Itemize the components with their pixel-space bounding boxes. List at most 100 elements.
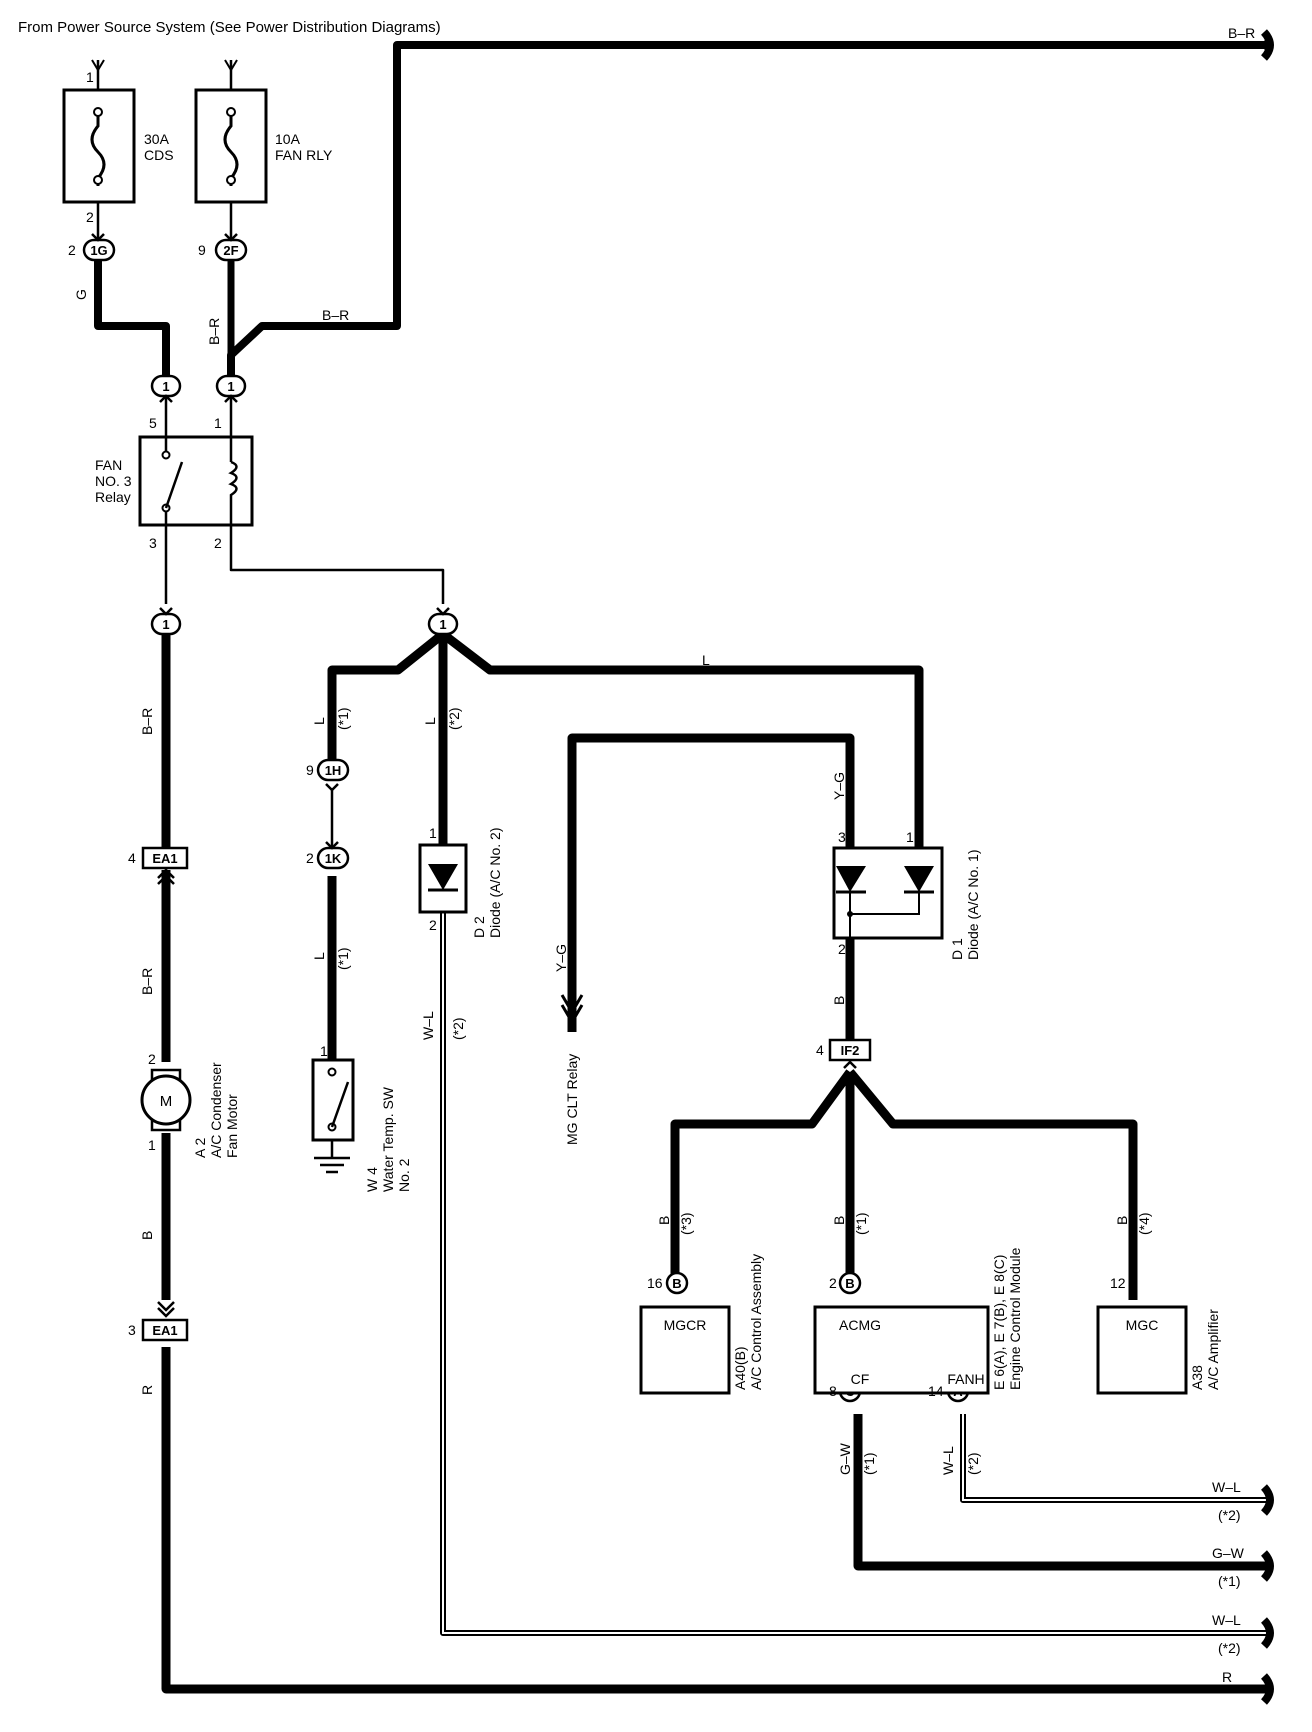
label-w-l-right-2: W–L	[1212, 1612, 1241, 1628]
wire-l-right	[440, 630, 924, 850]
label-b-r-motor-lower: B–R	[139, 968, 155, 995]
svg-text:EA1: EA1	[152, 1323, 177, 1338]
svg-text:B: B	[672, 1276, 681, 1291]
label-n1-cf: (*1)	[861, 1452, 877, 1475]
connector-1-relay-right: 1	[215, 374, 247, 398]
pin-ecm-14: 14	[928, 1383, 944, 1399]
fuse-fan-rly-amp: 10A	[275, 131, 301, 147]
pin-relay-5: 5	[149, 415, 157, 431]
label-g-w-vertical: G–W	[837, 1442, 853, 1475]
label-r: R	[139, 1385, 155, 1395]
label-n1-switch: (*1)	[335, 947, 351, 970]
fuse-cds-name: CDS	[144, 147, 174, 163]
pin-ea1-lower: 3	[128, 1322, 136, 1338]
pin-d2-2: 2	[429, 917, 437, 933]
fan-no3-relay	[138, 435, 254, 527]
pin-cds-in: 1	[86, 69, 94, 85]
label-n2-d2: (*2)	[450, 1017, 466, 1040]
connector-arrows	[91, 233, 857, 1318]
pin-1h: 9	[306, 762, 314, 778]
label-n2-right-1: (*2)	[1218, 1507, 1241, 1523]
ecm-terminal-fanh: FANH	[947, 1371, 984, 1387]
pin-a38-12: 12	[1110, 1275, 1126, 1291]
pin-ea1-upper: 4	[128, 850, 136, 866]
motor-name-2: Fan Motor	[224, 1094, 240, 1158]
a40-terminal-mgcr: MGCR	[664, 1317, 707, 1333]
wire-g-w	[853, 1414, 1274, 1582]
pin-ecm-2: 2	[829, 1275, 837, 1291]
label-b-d1: B	[831, 996, 847, 1005]
wire-relay-2	[229, 525, 445, 604]
label-b-r-2f: B–R	[206, 318, 222, 345]
relay-label-1: FAN	[95, 457, 122, 473]
pin-1g: 2	[68, 242, 76, 258]
connector-1h: 1H	[316, 758, 350, 782]
wire-y-g	[560, 733, 855, 1032]
label-b-a38: B	[1114, 1216, 1130, 1225]
arrow-fanrly-in	[224, 59, 238, 72]
pin-d1-1: 1	[906, 829, 914, 845]
label-r-right: R	[1222, 1669, 1232, 1685]
connector-1-below-relay: 1	[150, 612, 182, 636]
pin-motor-2: 2	[148, 1051, 156, 1067]
ecm-name: Engine Control Module	[1007, 1247, 1023, 1390]
label-n4: (*4)	[1136, 1212, 1152, 1235]
fuse-fan-rly	[194, 88, 268, 204]
wire-l-left	[327, 630, 446, 760]
connector-b-ecm: B	[838, 1271, 862, 1295]
svg-text:2F: 2F	[223, 243, 238, 258]
motor-id: A 2	[192, 1138, 208, 1158]
pin-1k: 2	[306, 850, 314, 866]
connector-1-splice: 1	[427, 612, 459, 636]
ecm-module: ACMG CF FANH	[813, 1305, 990, 1395]
pin-ecm-8: 8	[829, 1383, 837, 1399]
arrow-cds-in	[91, 59, 105, 72]
svg-text:1: 1	[162, 379, 169, 394]
motor-symbol: M	[160, 1093, 173, 1110]
condenser-fan-motor: M	[140, 1068, 192, 1132]
label-l-switch: L	[311, 952, 327, 960]
svg-text:1K: 1K	[325, 851, 342, 866]
label-n2-fanh: (*2)	[965, 1452, 981, 1475]
wire-b-branch-left	[670, 1069, 854, 1283]
a40-id: A40(B)	[732, 1346, 748, 1390]
pin-d1-2: 2	[838, 941, 846, 957]
connector-if2: IF2	[828, 1038, 872, 1062]
pin-switch-1: 1	[320, 1043, 328, 1059]
relay-label-3: Relay	[95, 489, 131, 505]
a38-name: A/C Amplifier	[1205, 1309, 1221, 1390]
pin-d1-3: 3	[838, 829, 846, 845]
ecm-terminal-cf: CF	[851, 1371, 870, 1387]
label-n1-ecm: (*1)	[853, 1212, 869, 1235]
label-y-g-lower: Y–G	[553, 944, 569, 972]
svg-text:B: B	[845, 1276, 854, 1291]
wire-r-bottom	[161, 1347, 1268, 1694]
svg-text:EA1: EA1	[152, 851, 177, 866]
ground-symbol	[314, 1156, 350, 1174]
svg-text:1: 1	[439, 617, 446, 632]
label-b-r-horizontal: B–R	[322, 307, 349, 323]
wire-b-branch-right	[846, 1069, 1138, 1300]
svg-text:1: 1	[227, 379, 234, 394]
label-b-a40: B	[656, 1216, 672, 1225]
a40-ac-control-assembly: MGCR	[639, 1305, 731, 1395]
fuse-cds	[62, 88, 136, 204]
pin-if2: 4	[816, 1042, 824, 1058]
label-w-l-right-1: W–L	[1212, 1479, 1241, 1495]
label-n1-right: (*1)	[1218, 1573, 1241, 1589]
connector-2f: 2F	[214, 238, 248, 262]
label-b-r-top-right: B–R	[1228, 25, 1255, 41]
wire-w-l-fanh	[960, 1414, 1274, 1516]
connector-ea1-lower: EA1	[141, 1318, 189, 1342]
a40-name: A/C Control Assembly	[748, 1254, 764, 1390]
pin-a40-16: 16	[647, 1275, 663, 1291]
label-b-motor: B	[139, 1231, 155, 1240]
label-b-ecm: B	[831, 1216, 847, 1225]
label-w-l-d2: W–L	[420, 1011, 436, 1040]
pin-d2-1: 1	[429, 825, 437, 841]
wire-b-r-top	[227, 29, 1274, 380]
wire-r-end	[1260, 1673, 1274, 1705]
pin-relay-3: 3	[149, 535, 157, 551]
a38-ac-amplifier: MGC	[1096, 1305, 1188, 1395]
